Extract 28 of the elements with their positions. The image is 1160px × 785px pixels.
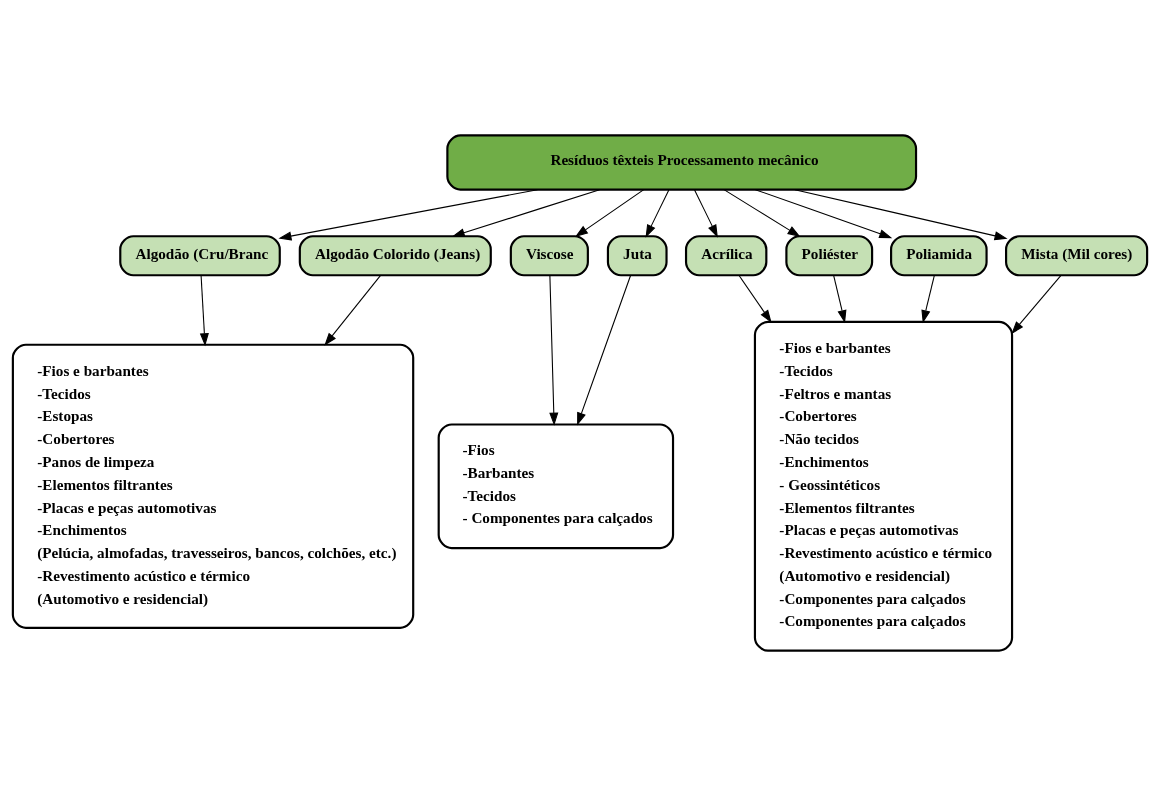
node-box: -Fios e barbantes -Tecidos -Feltros e mantas -Cobertores -Não tecidos -Enchimentos - Geossintéticos -Elementos filtrantes -Placas e peças automotivas -Revestimento acústico e térmico (Automotivo e residencial) -Componentes para calçados -Componentes para calçados (753, 320, 1014, 652)
arrow (324, 274, 381, 346)
node-box: Acrílica (684, 234, 768, 276)
arrow (577, 274, 632, 426)
node-box: Mista (Mil cores) (1005, 234, 1149, 276)
arrow (738, 274, 772, 323)
arrow (694, 188, 718, 238)
node-box: Poliamida (890, 234, 988, 276)
node-box: Viscose (509, 234, 589, 276)
arrow (921, 274, 935, 323)
node-box: Resíduos têxteis Processamento mecânico (446, 133, 918, 191)
node-box: Juta (606, 234, 668, 276)
arrow (549, 274, 559, 426)
arrow (794, 188, 1008, 240)
node-box: Algodão (Cru/Branc (119, 234, 281, 276)
arrow (645, 188, 670, 238)
arrow (754, 188, 893, 238)
node-box: -Fios -Barbantes -Tecidos - Componentes para calçados (437, 422, 675, 549)
node-box: Algodão Colorido (Jeans) (298, 234, 492, 276)
node-box: Poliéster (785, 234, 874, 276)
node-box: -Fios e barbantes -Tecidos -Estopas -Cobertores -Panos de limpeza -Elementos filtrantes -Placas e peças automotivas -Enchimentos (Pelúcia, almofadas, travesseiros, bancos, colchões, etc.) -Revestimento acústico e térmico (Automotivo e residencial) (11, 343, 415, 629)
arrow (723, 188, 801, 237)
arrow (1011, 274, 1062, 334)
arrow (278, 188, 538, 240)
arrow (199, 274, 209, 346)
arrow (833, 274, 847, 323)
arrow (575, 188, 645, 237)
arrow (451, 188, 601, 237)
